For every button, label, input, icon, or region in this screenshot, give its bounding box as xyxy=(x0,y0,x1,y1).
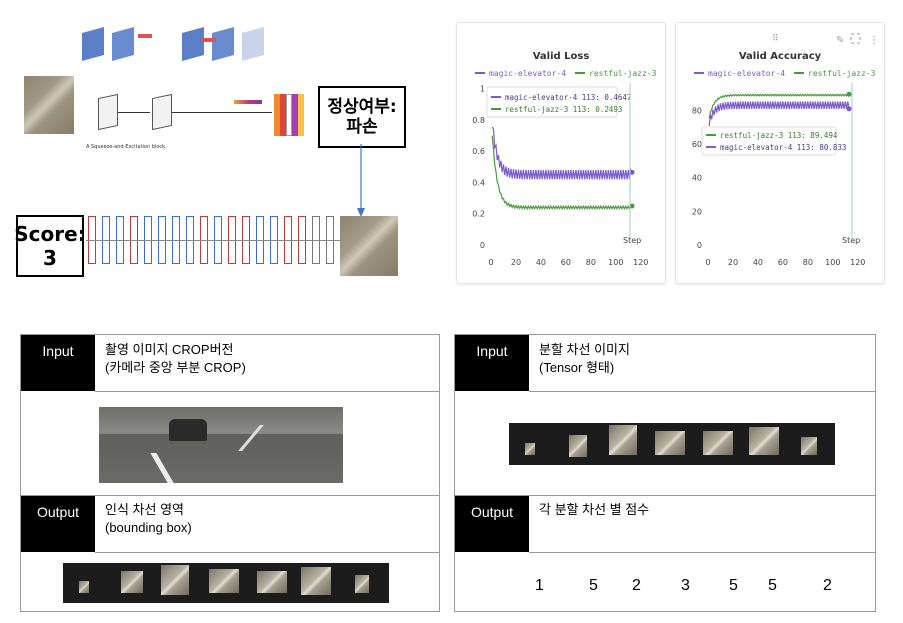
acc-lines xyxy=(708,91,852,127)
bbox-crops-strip xyxy=(63,563,389,603)
acc-tooltip-magic: magic-elevator-4 113: 80.833 xyxy=(720,143,846,152)
series-line-magic-elevator-4 xyxy=(708,101,850,127)
lane-score-2: 5 xyxy=(589,577,598,594)
series-endpoint-magic-elevator-4 xyxy=(846,106,852,112)
lane-score-5: 5 xyxy=(729,577,738,594)
status-label-box: 정상여부: 파손 xyxy=(318,86,406,148)
x-tick-label: 40 xyxy=(753,258,763,267)
left-input-desc-1: 촬영 이미지 CROP버전 xyxy=(105,342,234,357)
y-tick-label: 0.4 xyxy=(472,178,485,187)
se-block-caption: A Squeeze-and-Excitation block. xyxy=(86,144,167,150)
x-tick-label: 120 xyxy=(633,258,648,267)
x-tick-label: 20 xyxy=(511,258,521,267)
x-tick-label: 100 xyxy=(608,258,623,267)
series-endpoint-magic-elevator-4 xyxy=(629,169,635,175)
left-io-table: Input 촬영 이미지 CROP버전 (카메라 중앙 부분 CROP) Out… xyxy=(20,334,440,612)
architecture-figure: A Squeeze-and-Excitation block. 정상여부: 파손… xyxy=(10,20,430,290)
fullscreen-icon[interactable] xyxy=(850,33,861,44)
se-blocks-row xyxy=(82,22,272,67)
right-io-table: Input 분할 차선 이미지 (Tensor 형태) Output 각 분할 … xyxy=(454,334,876,612)
valid-loss-card: Valid Loss magic-elevator-4 restful-jazz… xyxy=(456,22,666,284)
left-input-header: Input xyxy=(21,335,95,391)
valid-loss-chart: Valid Loss magic-elevator-4 restful-jazz… xyxy=(472,51,657,267)
y-tick-label: 40 xyxy=(692,174,702,183)
series-line-restful-jazz-3 xyxy=(708,93,850,119)
x-tick-label: 60 xyxy=(778,258,788,267)
loss-lines xyxy=(491,126,635,211)
x-tick-label: 0 xyxy=(488,258,493,267)
y-tick-label: 0.8 xyxy=(472,116,485,125)
left-output-desc-2: (bounding box) xyxy=(105,520,192,535)
lane-score-6: 5 xyxy=(768,577,777,594)
loss-tooltip-restful: restful-jazz-3 113: 0.2493 xyxy=(505,105,622,114)
lane-score-7: 2 xyxy=(823,577,832,594)
right-output-desc: 각 분할 차선 별 점수 xyxy=(539,502,650,517)
loss-axes: 0 0.2 0.4 0.6 0.8 1 0 20 40 60 80 100 120 xyxy=(472,85,648,267)
y-tick-label: 0 xyxy=(480,241,485,250)
valid-accuracy-card: Valid Accuracy ⠿ ✎ ⋮ magic-elevator-4 re… xyxy=(675,22,885,284)
left-input-desc-2: (카메라 중앙 부분 CROP) xyxy=(105,360,246,375)
loss-legend-restful: restful-jazz-3 xyxy=(589,69,657,78)
right-input-desc-1: 분할 차선 이미지 xyxy=(539,342,630,357)
drag-handle-icon[interactable]: ⠿ xyxy=(772,33,779,44)
left-output-header: Output xyxy=(21,496,95,552)
split-lane-strip xyxy=(509,423,835,465)
se-block-diagram xyxy=(78,80,278,140)
road-image-thumbnail xyxy=(24,76,74,134)
right-input-header: Input xyxy=(455,335,529,391)
series-line-restful-jazz-3 xyxy=(491,135,633,211)
y-tick-label: 20 xyxy=(692,207,702,216)
loss-step-label: Step xyxy=(623,236,641,245)
x-tick-label: 0 xyxy=(705,258,710,267)
valid-accuracy-chart: Valid Accuracy ⠿ ✎ ⋮ magic-elevator-4 re… xyxy=(692,33,879,267)
y-tick-label: 80 xyxy=(692,106,702,115)
more-options-icon[interactable]: ⋮ xyxy=(869,35,879,46)
series-line-magic-elevator-4 xyxy=(491,126,633,180)
acc-step-label: Step xyxy=(842,236,860,245)
x-tick-label: 80 xyxy=(586,258,596,267)
series-endpoint-restful-jazz-3 xyxy=(629,203,635,209)
x-tick-label: 20 xyxy=(728,258,738,267)
x-tick-label: 60 xyxy=(561,258,571,267)
series-endpoint-restful-jazz-3 xyxy=(846,91,852,97)
feature-map-stack xyxy=(274,94,310,136)
acc-legend-magic: magic-elevator-4 xyxy=(708,69,785,78)
loss-tooltip-magic: magic-elevator-4 113: 0.4647 xyxy=(505,93,631,102)
acc-toolbar-icons[interactable]: ⠿ ✎ ⋮ xyxy=(772,33,879,46)
network-layers xyxy=(86,216,340,272)
right-output-header: Output xyxy=(455,496,529,552)
acc-axes: 0 20 40 60 80 0 20 40 60 80 100 120 xyxy=(692,106,866,267)
down-arrow-icon xyxy=(357,144,365,217)
x-tick-label: 120 xyxy=(850,258,865,267)
x-tick-label: 100 xyxy=(825,258,840,267)
lane-score-1: 1 xyxy=(535,577,544,594)
acc-legend-restful: restful-jazz-3 xyxy=(808,69,876,78)
right-input-desc-2: (Tensor 형태) xyxy=(539,360,615,375)
score-label-box: Score: 3 xyxy=(14,215,86,277)
lane-score-4: 3 xyxy=(681,577,690,594)
x-tick-label: 80 xyxy=(803,258,813,267)
y-tick-label: 60 xyxy=(692,140,702,149)
lane-score-3: 2 xyxy=(632,577,641,594)
edit-pencil-icon[interactable]: ✎ xyxy=(836,35,844,46)
x-tick-label: 40 xyxy=(536,258,546,267)
y-tick-label: 0 xyxy=(697,241,702,250)
y-tick-label: 0.2 xyxy=(472,210,485,219)
loss-legend-magic: magic-elevator-4 xyxy=(489,69,566,78)
left-output-desc-1: 인식 차선 영역 xyxy=(105,502,184,517)
loss-chart-title: Valid Loss xyxy=(533,51,590,62)
acc-chart-title: Valid Accuracy xyxy=(739,51,822,62)
road-camera-crop-image xyxy=(99,407,343,483)
y-tick-label: 0.6 xyxy=(472,147,485,156)
acc-tooltip-restful: restful-jazz-3 113: 89.494 xyxy=(720,131,838,140)
road-crop-image xyxy=(340,216,398,276)
y-tick-label: 1 xyxy=(480,85,485,94)
